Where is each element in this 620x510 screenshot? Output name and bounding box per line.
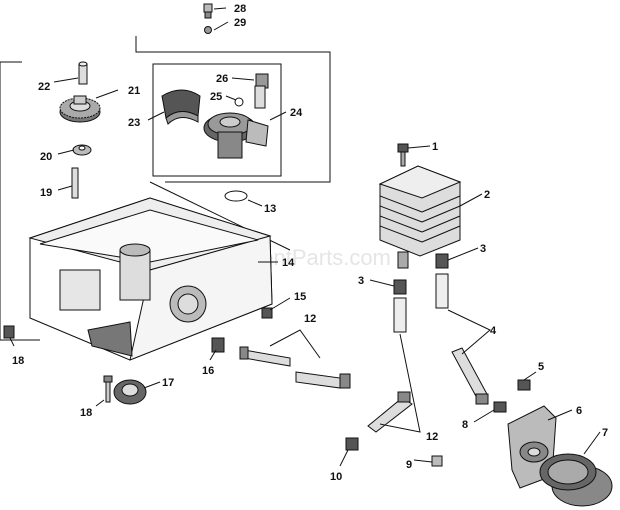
part-plug-15 [261,307,273,319]
part-fitting-12a [239,346,291,367]
callout-20: 19 [40,187,52,199]
callout-8: 8 [462,419,468,431]
part-oil-filter-7 [539,453,613,507]
part-bolt-1 [397,143,409,167]
part-fitting-12b [295,371,351,389]
part-seal-17 [113,379,147,405]
callout-7: 7 [602,427,608,439]
callout-13: 13 [264,203,276,215]
callout-29: 29 [234,17,246,29]
callout-10: 10 [330,471,342,483]
part-crankcase-14 [28,197,273,361]
callout-22: 21 [128,85,140,97]
part-fitting-4 [451,347,489,405]
part-oring-26 [234,97,244,107]
callout-19: 18 [12,355,24,367]
part-bolt-28 [203,3,213,19]
callout-24: 23 [128,117,140,129]
part-clip-9 [431,455,443,467]
callout-25: 24 [290,107,303,119]
callout-5: 5 [538,361,544,373]
part-oring-13 [224,190,248,202]
callout-labels: 28 29 22 21 20 19 23 26 25 24 13 14 15 1… [12,3,608,483]
leader-lines [9,7,601,467]
callout-3b: 3 [480,243,486,255]
part-fitting-8 [493,401,507,413]
callout-27: 26 [216,73,228,85]
part-fitting-27 [254,73,269,109]
part-oil-cooler-2 [378,165,462,269]
callout-16: 16 [202,365,214,377]
part-plug-16 [211,337,225,353]
callout-1: 1 [432,141,438,153]
part-gear-22 [59,95,101,123]
part-pin-23 [78,61,88,85]
part-hose-b [435,273,449,309]
callout-4: 4 [490,325,497,337]
callout-2: 2 [484,189,490,201]
part-oil-pump-25 [203,112,269,159]
callout-26: 25 [210,91,222,103]
part-screw-18 [103,375,113,403]
part-nut-29 [204,26,212,34]
callout-28: 28 [234,3,246,15]
part-fitting-3a [393,279,407,295]
callout-11: 12 [426,431,438,443]
part-bushing-21 [72,144,92,156]
part-shaft-20 [71,167,79,199]
part-fitting-3b [435,253,449,269]
callout-18: 18 [80,407,92,419]
callout-3a: 3 [358,275,364,287]
callout-23: 22 [38,81,50,93]
callout-17: 17 [162,377,174,389]
callout-14: 14 [282,257,295,269]
part-fitting-5 [517,379,531,391]
callout-6: 6 [576,405,582,417]
callout-15: 15 [294,291,306,303]
part-plug-19 [3,325,15,339]
callout-12: 12 [304,313,316,325]
part-plug-10 [345,437,359,451]
callout-21: 20 [40,151,52,163]
part-bearing-24 [161,89,201,125]
part-hose-a [393,297,407,333]
part-fitting-11 [367,391,413,433]
callout-9: 9 [406,459,412,471]
